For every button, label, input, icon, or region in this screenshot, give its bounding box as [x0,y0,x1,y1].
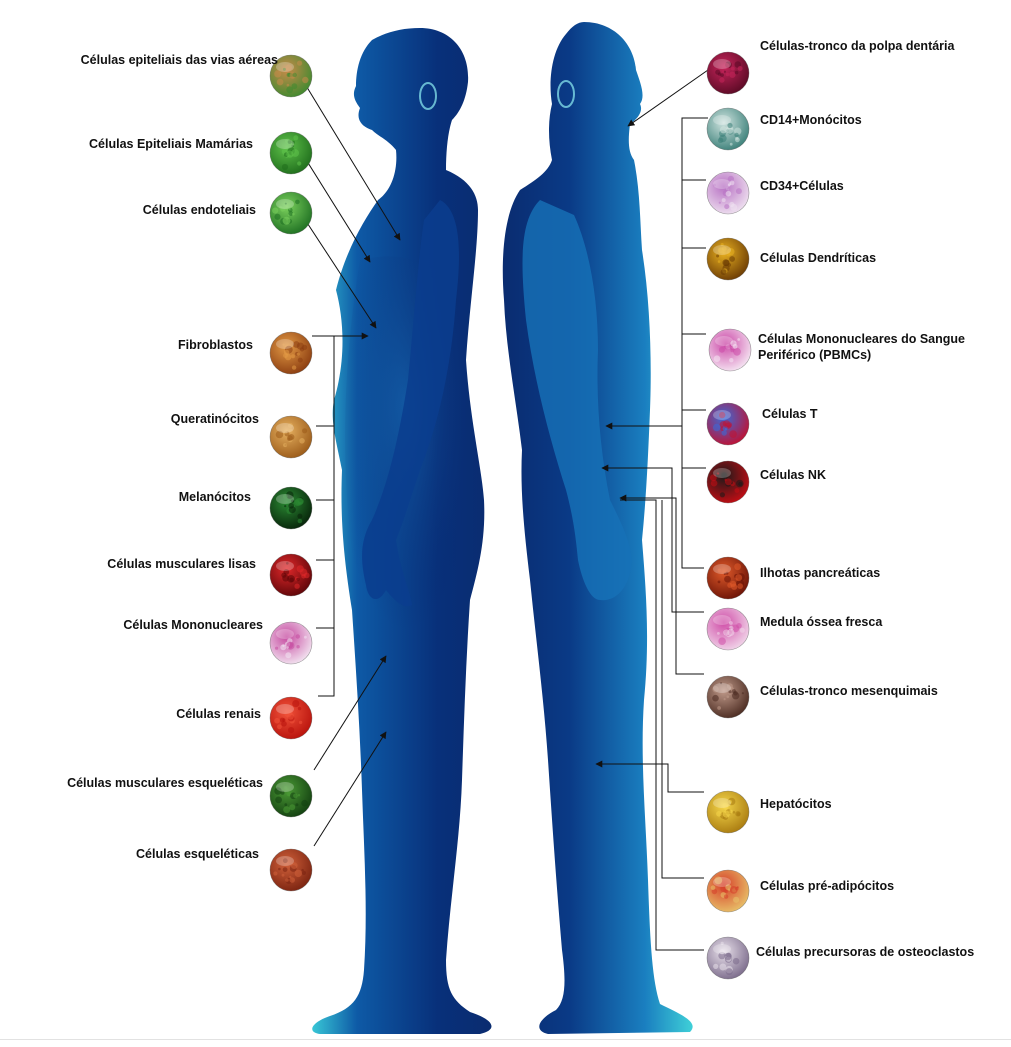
connector-bone-marrow [601,464,704,613]
skeletal-cells-icon [269,848,313,892]
label-smooth-muscle-cells: Células musculares lisas [107,557,256,571]
dental-pulp-stem-cells-icon [706,51,750,95]
label-preadipocytes: Células pré-adipócitos [760,879,895,893]
t-cells-icon [706,402,750,446]
renal-cells-icon [269,696,313,740]
nk-cells-icon [706,460,750,504]
connector-airway [304,83,401,241]
label-airway-epithelial-cells: Células epiteliais das vias aéreas [80,53,278,67]
label-pancreatic-islets: Ilhotas pancreáticas [760,566,881,580]
label-keratinocytes: Queratinócitos [170,412,259,426]
mammary-epithelial-cells-icon [269,131,313,175]
label-fibroblasts: Fibroblastos [177,338,253,352]
label-renal-cells: Células renais [176,707,261,721]
label-endothelial-cells: Células endoteliais [142,203,256,217]
airway-epithelial-cells-icon [269,54,313,98]
connector-endothelial [299,211,377,329]
connector-skeletal-muscle [313,655,387,771]
connector-msc [619,494,704,675]
hepatocytes-icon [706,790,750,834]
label-nk-cells: Células NK [760,468,826,482]
label-skeletal-cells: Células esqueléticas [136,847,259,861]
cd34-cells-icon [706,171,750,215]
connector-lines [299,69,709,951]
cell-icons [269,51,752,980]
bottom-divider [0,1039,1011,1040]
left-bracket [312,335,335,697]
label-t-cells: Células T [762,407,818,421]
endothelial-cells-icon [269,191,313,235]
label-osteoclast-precursor-cells: Células precursoras de osteoclastos [756,945,975,959]
connector-osteoclast [620,499,704,951]
mesenchymal-stem-cells-icon [706,675,750,719]
mononuclear-cells-icon [269,621,313,665]
melanocytes-icon [269,486,313,530]
label-cd34-cells: CD34+Células [760,179,844,193]
pbmc-icon [708,328,752,372]
label-dental-pulp-stem-cells: Células-tronco da polpa dentária [760,39,955,53]
label-mononuclear-cells: Células Mononucleares [123,618,263,632]
female-body-silhouette [312,28,492,1034]
label-dendritic-cells: Células Dendríticas [760,251,877,265]
label-melanocytes: Melanócitos [178,490,251,504]
fibroblasts-icon [269,331,313,375]
smooth-muscle-cells-icon [269,553,313,597]
right-blood-bracket [681,117,708,469]
skeletal-muscle-cells-icon [269,774,313,818]
bone-marrow-icon [706,607,750,651]
pancreatic-islets-icon [706,556,750,600]
connector-preadipocytes [661,500,704,879]
label-cd14-monocytes: CD14+Monócitos [760,113,862,127]
connector-hepatocytes [595,760,704,793]
cd14-monocytes-icon [706,107,750,151]
connector-skeletal [313,731,387,847]
label-bone-marrow: Medula óssea fresca [760,615,883,629]
label-mesenchymal-stem-cells: Células-tronco mesenquimais [760,684,938,698]
preadipocytes-icon [706,869,750,913]
connector-islets [681,468,704,569]
connector-dental-pulp [627,69,709,127]
label-hepatocytes: Hepatócitos [760,797,832,811]
label-skeletal-muscle-cells: Células musculares esqueléticas [67,776,263,790]
male-body-silhouette [502,22,693,1034]
dendritic-cells-icon [706,237,750,281]
keratinocytes-icon [269,415,313,459]
label-pbmc: Células Mononucleares do Sangue Periféri… [758,332,965,362]
osteoclast-precursor-cells-icon [706,936,750,980]
connector-mammary [299,149,371,263]
label-mammary-epithelial-cells: Células Epiteliais Mamárias [89,137,253,151]
